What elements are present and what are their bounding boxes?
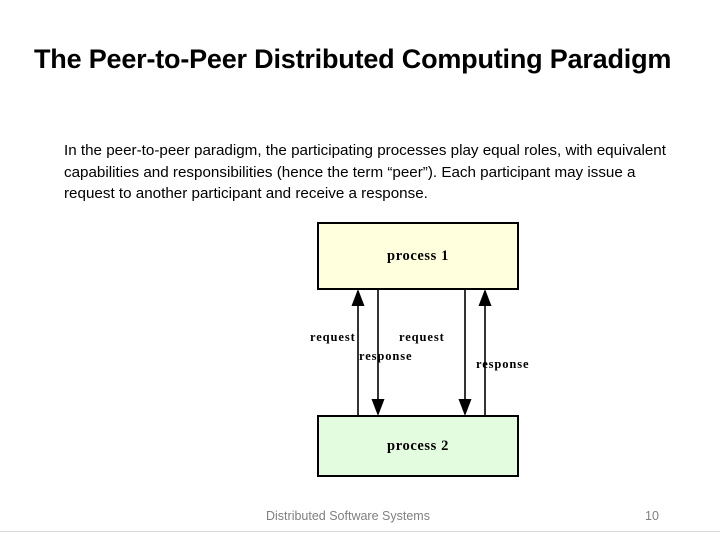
page-title: The Peer-to-Peer Distributed Computing P… [34,44,672,75]
arrow-request-down-right [458,290,472,416]
footer-page-number: 10 [645,509,659,523]
edge-label-request-middle: request [399,330,445,344]
edge-label-response-right: response [476,357,530,371]
arrow-response-up-right [478,289,492,415]
arrow-response-down-left [371,290,385,416]
arrow-request-up-left [351,289,365,415]
slide-body-paragraph: In the peer-to-peer paradigm, the partic… [64,142,666,203]
diagram-node-process-1: process 1 [317,222,519,290]
footer-divider [0,531,720,532]
edge-label-request-left: request [310,330,356,344]
diagram-node-process-1-label: process 1 [387,247,449,264]
diagram-node-process-2: process 2 [317,415,519,477]
edge-label-response-middle: response [359,349,413,363]
diagram-node-process-2-label: process 2 [387,437,449,454]
footer-title: Distributed Software Systems [266,509,430,523]
